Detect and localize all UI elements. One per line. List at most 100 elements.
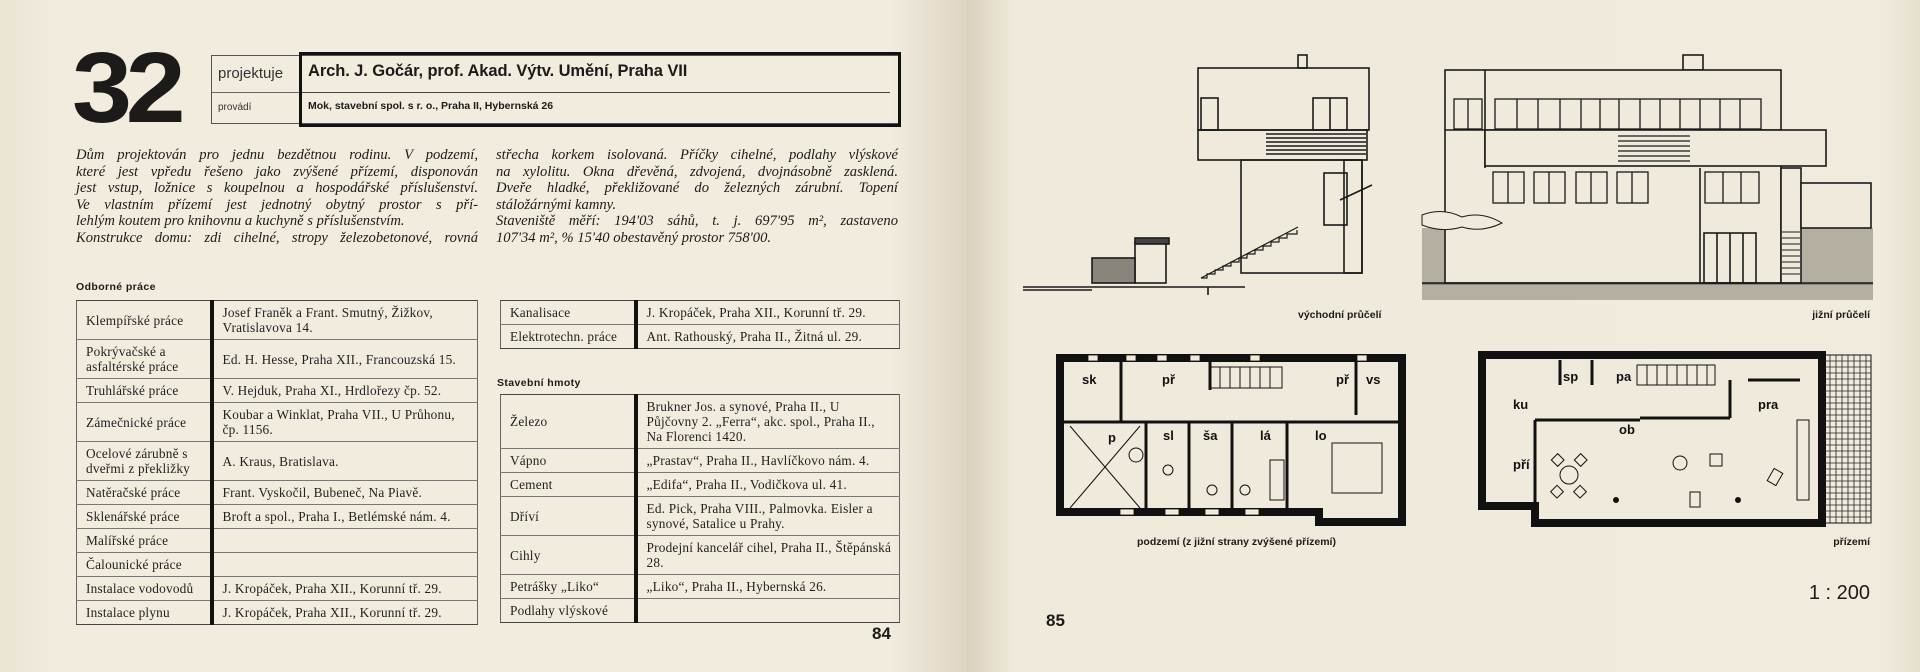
row-label: Malířské práce: [76, 528, 214, 553]
description-line: Konstrukce domu: zdi cihelné, stropy žel…: [76, 229, 478, 246]
description-column-1: Dům projektován pro jednu bezdětnou rodi…: [76, 147, 478, 246]
description-column-2: střecha korkem isolovaná. Příčky cihelné…: [496, 147, 898, 246]
project-header: projektuje provádí Arch. J. Gočár, prof.…: [211, 52, 901, 127]
ground-floor-plan: sp pa ku pra ob pří: [1478, 351, 1872, 527]
trades-table-continued: Kanalisace J. Kropáček, Praha XII., Korun…: [500, 300, 900, 349]
designer-name: Arch. J. Gočár, prof. Akad. Výtv. Umění,…: [308, 62, 688, 80]
row-value: Ed. Pick, Praha VIII., Palmovka. Eisler …: [635, 496, 900, 536]
table-row: Klempířské práce Josef Franěk a Frant. Sm…: [76, 300, 478, 340]
header-box-divider: [302, 92, 890, 93]
row-label: Čalounické práce: [76, 552, 214, 577]
description-line: Ve vlastním přízemí jest jednotný obytný…: [76, 196, 478, 213]
row-label: Truhlářské práce: [76, 378, 214, 403]
row-label: Klempířské práce: [76, 300, 214, 340]
drawing-scale: 1 : 200: [1808, 582, 1870, 604]
row-label: Ocelové zárubně s dveřmi z překližky: [76, 441, 214, 481]
row-value: „Liko“, Praha II., Hybernská 26.: [635, 574, 900, 599]
row-label: Dříví: [500, 496, 638, 536]
row-label: Petrášky „Liko“: [500, 574, 638, 599]
room-label: p: [1108, 430, 1116, 445]
materials-title: Stavební hmoty: [497, 377, 581, 389]
room-label: ku: [1513, 397, 1528, 412]
description-line: lehlým koutem pro knihovnu a kuchyně s p…: [76, 213, 405, 229]
builder-name: Mok, stavební spol. s r. o., Praha II, H…: [308, 100, 554, 112]
row-label: Zámečnické práce: [76, 402, 214, 442]
row-value: Koubar a Winklat, Praha VII., U Průhonu,…: [211, 402, 478, 442]
basement-plan-caption: podzemí (z jižní strany zvýšené přízemí): [1137, 536, 1336, 548]
row-label: Cement: [500, 472, 638, 497]
row-value: Prodejní kancelář cihel, Praha II., Štěp…: [635, 535, 900, 575]
trades-table: Klempířské práce Josef Franěk a Frant. Sm…: [76, 300, 478, 625]
room-label: lá: [1260, 428, 1272, 443]
project-number: 32: [72, 32, 186, 144]
header-names-box: Arch. J. Gočár, prof. Akad. Výtv. Umění,…: [299, 52, 901, 127]
room-label: sk: [1082, 372, 1097, 387]
description-line: jest vstup, ložnice s koupelnou a hospod…: [76, 180, 478, 196]
row-label: Železo: [500, 394, 638, 449]
basement-plan: sk př př vs p sl ša lá lo: [1056, 354, 1406, 526]
row-value: V. Hejduk, Praha XI., Hrdlořezy čp. 52.: [211, 378, 478, 403]
description-line: Dveře hladké, překližované do železných …: [496, 180, 898, 196]
table-row: Petrášky „Liko“„Liko“, Praha II., Hybern…: [500, 574, 900, 599]
row-value: [211, 528, 478, 553]
description-line: stáložárnými kamny.: [496, 196, 616, 213]
row-value: Brukner Jos. a synové, Praha II., U Půjč…: [646, 399, 875, 444]
builder-label: provádí: [218, 102, 252, 113]
row-label: Instalace vodovodů: [76, 576, 214, 601]
room-label: vs: [1366, 372, 1380, 387]
table-row: Čalounické práce: [76, 552, 478, 577]
description-line: 107'34 m², % 15'40 obestavěný prostor 75…: [496, 229, 772, 246]
room-label: lo: [1315, 428, 1327, 443]
room-label: př: [1162, 372, 1176, 387]
east-elevation-caption: východní průčelí: [1298, 309, 1382, 321]
row-label: Natěračské práce: [76, 480, 214, 505]
room-label: pří: [1513, 457, 1530, 472]
south-elevation-caption: jižní průčelí: [1812, 309, 1870, 321]
description-line: střecha korkem isolovaná. Příčky cihelné…: [496, 147, 898, 163]
trades-title: Odborné práce: [76, 281, 156, 293]
row-value: Frant. Vyskočil, Bubeneč, Na Piavě.: [211, 480, 478, 505]
row-label: Instalace plynu: [76, 600, 214, 625]
terrace-grid: [1823, 354, 1872, 524]
row-value: „Prastav“, Praha II., Havlíčkovo nám. 4.: [635, 448, 900, 473]
table-row: Vápno„Prastav“, Praha II., Havlíčkovo ná…: [500, 448, 900, 473]
room-label: ob: [1619, 422, 1635, 437]
page-number-left: 84: [872, 624, 891, 643]
row-value: J. Kropáček, Praha XII., Korunní tř. 29.: [646, 305, 866, 320]
row-label: Elektrotechn. práce: [500, 324, 638, 349]
row-value: Josef Franěk a Frant. Smutný, Žižkov, Vr…: [222, 305, 433, 335]
room-label: př: [1336, 372, 1350, 387]
description-line: na xylolitu. Okna dřevěná, zdvojená, dvo…: [496, 163, 898, 180]
row-label: Cihly: [500, 535, 638, 575]
room-label: sl: [1163, 428, 1174, 443]
room-label: ša: [1203, 428, 1218, 443]
row-label: Kanalisace: [500, 300, 638, 325]
row-value: [635, 598, 900, 623]
description-line: Dům projektován pro jednu bezdětnou rodi…: [76, 147, 478, 163]
table-row: Podlahy vlýskové: [500, 598, 900, 623]
page-number-right: 85: [1046, 611, 1065, 630]
row-value: J. Kropáček, Praha XII., Korunní tř. 29.: [211, 600, 478, 625]
south-elevation: [1421, 54, 1873, 300]
row-value: Broft a spol., Praha I., Betlémské nám. …: [211, 504, 478, 529]
table-row: Kanalisace J. Kropáček, Praha XII., Korun…: [500, 300, 900, 325]
room-label: sp: [1563, 369, 1578, 384]
row-value: „Edifa“, Praha II., Vodičkova ul. 41.: [635, 472, 900, 497]
room-label: pa: [1616, 369, 1632, 384]
room-label: pra: [1758, 397, 1779, 412]
row-value: A. Kraus, Bratislava.: [211, 441, 478, 481]
row-label: Pokrývačské a asfaltérské práce: [76, 339, 214, 379]
description-line: které jest vpředu řešeno jako zvýšené př…: [76, 163, 478, 180]
